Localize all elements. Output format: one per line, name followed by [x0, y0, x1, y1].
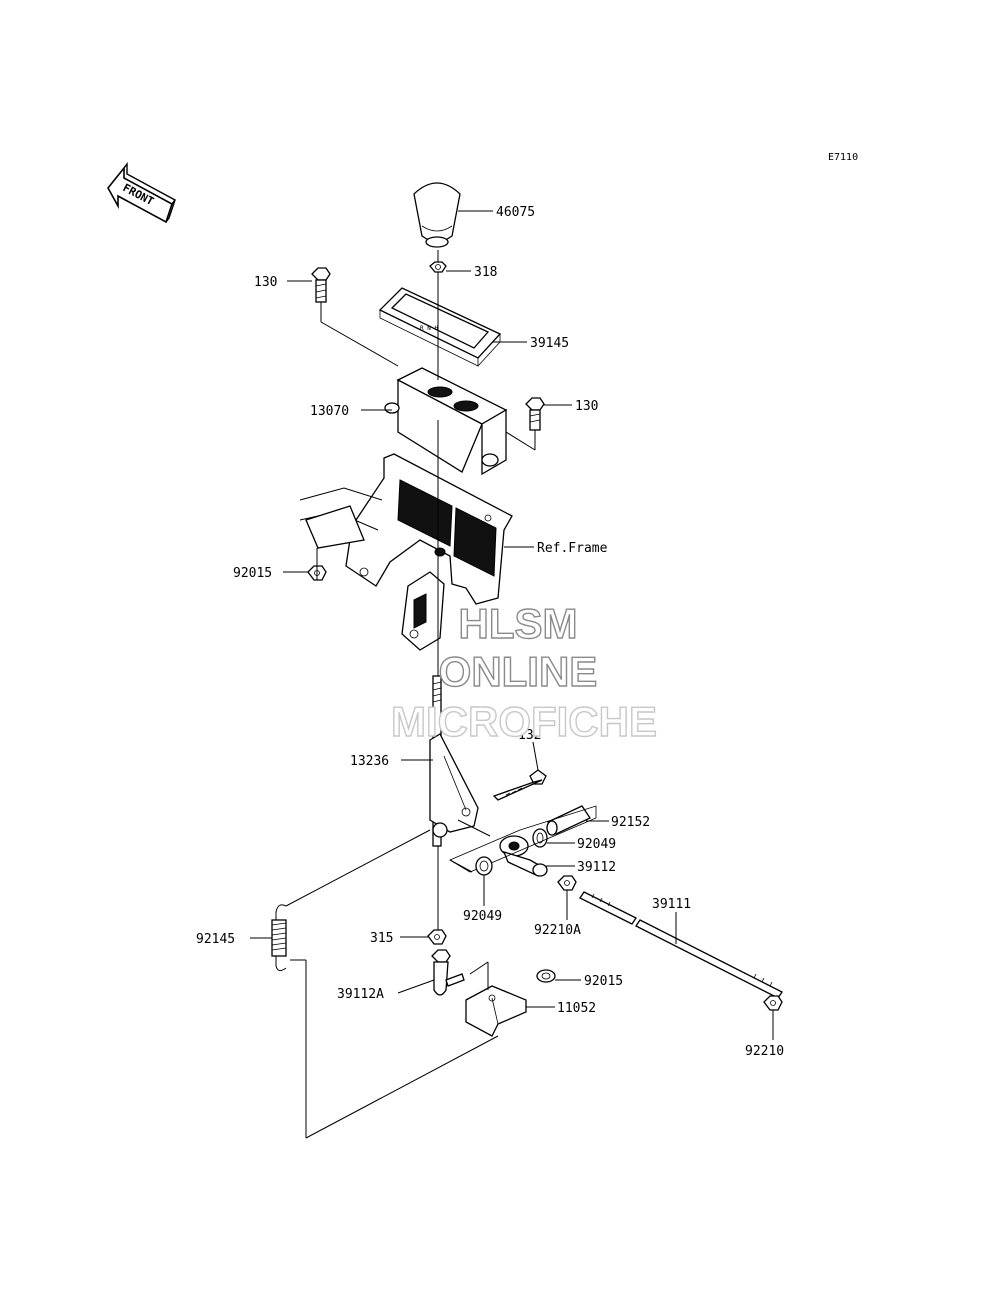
leader-lines	[250, 210, 774, 1040]
watermark-line-2: ONLINE	[439, 648, 598, 695]
label-92145: 92145	[196, 932, 235, 947]
label-315: 315	[370, 931, 393, 946]
reference-frame	[299, 453, 513, 651]
shift-rod	[429, 675, 479, 847]
part-labels: 46075 318 130 39145 13070 130 Ref.Frame …	[196, 205, 784, 1059]
seal-92049-upper	[532, 828, 548, 848]
bracket-11052	[465, 985, 527, 1037]
nut-315	[427, 929, 447, 945]
spring-92145	[271, 904, 287, 972]
reference-lines	[285, 250, 536, 1139]
svg-text:R N H: R N H	[420, 325, 438, 332]
diagram-code: E7110	[828, 152, 858, 163]
label-39112a: 39112A	[337, 987, 384, 1002]
label-92049-lower: 92049	[463, 909, 502, 924]
nut-92210a	[557, 875, 577, 891]
front-arrow-icon: FRONT	[107, 161, 177, 224]
nut-318	[429, 261, 447, 273]
label-13070: 13070	[310, 404, 349, 419]
label-39112: 39112	[577, 860, 616, 875]
seal-92049-lower	[475, 856, 493, 876]
label-92152: 92152	[611, 815, 650, 830]
watermark-line-3: MICROFICHE	[391, 698, 657, 745]
shift-knob	[413, 182, 461, 248]
nut-92210	[763, 995, 783, 1011]
watermark-line-1: HLSM	[459, 600, 578, 647]
label-318: 318	[474, 265, 497, 280]
label-130-right: 130	[575, 399, 598, 414]
label-130-left: 130	[254, 275, 277, 290]
label-13236: 13236	[350, 754, 389, 769]
label-92049-upper: 92049	[577, 837, 616, 852]
label-92015-lower: 92015	[584, 974, 623, 989]
bolt-130-left	[311, 267, 331, 303]
shift-gate-plate: R N H	[378, 287, 502, 367]
nut-92015-lower	[536, 969, 556, 983]
collar-92152	[546, 805, 591, 836]
label-39145: 39145	[530, 336, 569, 351]
lever-plate	[449, 805, 597, 873]
label-39111: 39111	[652, 897, 691, 912]
label-11052: 11052	[557, 1001, 596, 1016]
label-132: 132	[518, 728, 541, 743]
label-92210a: 92210A	[534, 923, 581, 938]
ball-joint-39112a	[431, 949, 465, 996]
shift-housing	[384, 367, 508, 476]
label-92015-upper: 92015	[233, 566, 272, 581]
rod-39111	[579, 891, 783, 999]
lever-39112	[499, 835, 548, 877]
bolt-130-right	[525, 397, 545, 431]
label-ref-frame: Ref.Frame	[537, 541, 608, 556]
bolt-132	[492, 769, 547, 801]
watermark: HLSM ONLINE MICROFICHE	[390, 599, 657, 745]
label-46075: 46075	[496, 205, 535, 220]
label-92210: 92210	[745, 1044, 784, 1059]
